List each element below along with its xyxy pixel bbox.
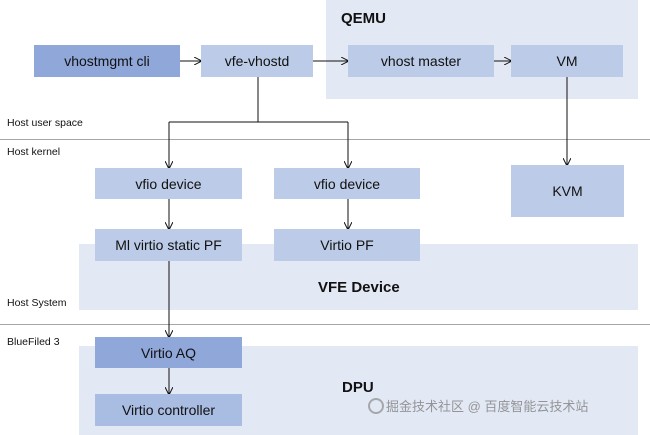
vhost-master-box: vhost master: [348, 45, 494, 77]
virtio-pf-box: Virtio PF: [274, 229, 420, 261]
layer-bluefield: BlueFiled 3: [7, 336, 60, 348]
vm-box: VM: [511, 45, 623, 77]
layer-host-user-space: Host user space: [7, 117, 83, 129]
virtio-controller-box: Virtio controller: [95, 394, 242, 426]
dpu-label: DPU: [342, 379, 374, 396]
ml-virtio-static-pf-box: Ml virtio static PF: [95, 229, 242, 261]
qemu-label: QEMU: [341, 10, 386, 27]
layer-host-kernel: Host kernel: [7, 146, 61, 158]
divider-system-bluefield: [0, 324, 650, 325]
divider-user-kernel: [0, 139, 650, 140]
virtio-aq-box: Virtio AQ: [95, 337, 242, 368]
kvm-box: KVM: [511, 165, 624, 217]
layer-host-system: Host System: [7, 297, 67, 309]
watermark-icon: [368, 398, 384, 414]
vfe-device-label: VFE Device: [318, 279, 400, 296]
vfe-vhostd-box: vfe-vhostd: [201, 45, 313, 77]
vhostmgmt-cli-box: vhostmgmt cli: [34, 45, 180, 77]
vfio-device-box-1: vfio device: [95, 168, 242, 199]
watermark-text: 掘金技术社区 @ 百度智能云技术站: [386, 399, 589, 414]
vfio-device-box-2: vfio device: [274, 168, 420, 199]
